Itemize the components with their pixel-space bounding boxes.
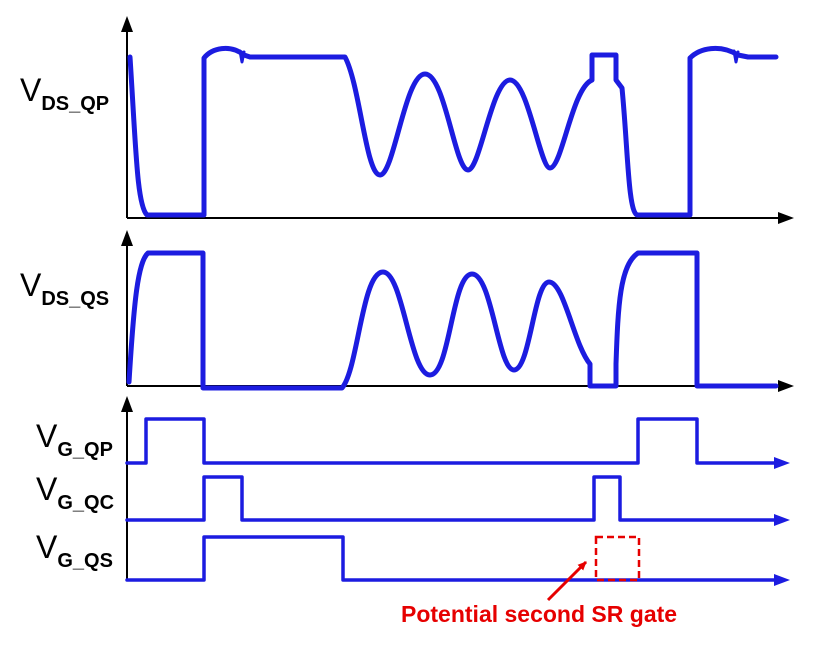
vg-qs-waveform [125, 535, 778, 582]
vds-qp-x-arrow [778, 212, 794, 224]
label-vg-qs: VG_QS [36, 529, 113, 572]
label-vds-qs: VDS_QS [20, 267, 109, 310]
label-vg-qc-main: V [36, 471, 58, 507]
vg-qc-x-arrow [774, 514, 790, 526]
annotation-text: Potential second SR gate [401, 601, 677, 627]
vds-qp-ringing-1 [238, 49, 246, 64]
label-vg-qc: VG_QC [36, 471, 114, 514]
annotation-arrow [546, 560, 588, 602]
gate-arrowheads [774, 457, 790, 586]
vds-qp-y-arrow [121, 16, 133, 32]
label-vg-qc-sub: G_QC [57, 492, 114, 514]
vg-qp-x-arrow [774, 457, 790, 469]
vds-qp-waveform [127, 45, 779, 218]
label-vg-qp: VG_QP [36, 418, 113, 461]
label-vg-qs-sub: G_QS [57, 550, 113, 572]
vg-qp-waveform [125, 417, 778, 465]
label-vds-qs-sub: DS_QS [41, 288, 109, 310]
label-vg-qs-main: V [36, 529, 58, 565]
label-vg-qp-main: V [36, 418, 58, 454]
label-vds-qp: VDS_QP [20, 72, 109, 115]
gate-y-arrow [121, 396, 133, 412]
label-vds-qp-sub: DS_QP [41, 93, 109, 115]
label-vg-qp-sub: G_QP [57, 439, 113, 461]
label-vds-qs-main: V [20, 267, 42, 303]
vg-qs-x-arrow [774, 574, 790, 586]
vds-qp-ringing-2 [732, 49, 740, 64]
waveforms [125, 45, 779, 582]
vds-qs-x-arrow [778, 380, 794, 392]
vg-qc-waveform [125, 475, 778, 522]
vds-qs-waveform [126, 250, 779, 391]
potential-sr-gate-box [594, 535, 641, 582]
vds-qs-y-arrow [121, 230, 133, 246]
label-vds-qp-main: V [20, 72, 42, 108]
